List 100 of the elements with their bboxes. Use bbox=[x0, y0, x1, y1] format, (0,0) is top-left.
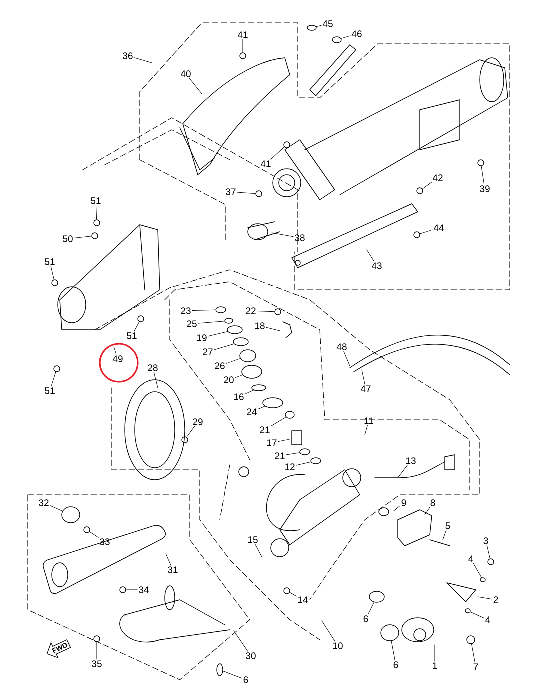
callout-number: 35 bbox=[92, 660, 102, 668]
callout-number: 38 bbox=[295, 234, 305, 242]
small-part bbox=[233, 338, 249, 346]
callout-number: 24 bbox=[247, 408, 257, 416]
callout-number: 15 bbox=[248, 536, 258, 544]
leader-line bbox=[286, 452, 300, 456]
small-part bbox=[307, 25, 317, 31]
small-part bbox=[54, 366, 60, 372]
small-part bbox=[284, 142, 290, 148]
leader-line bbox=[290, 592, 297, 597]
callout-number: 4 bbox=[486, 616, 490, 624]
callout-number: 31 bbox=[168, 566, 178, 574]
callout-number: 17 bbox=[267, 440, 277, 446]
small-part bbox=[242, 365, 262, 379]
small-part bbox=[94, 220, 100, 226]
small-part bbox=[94, 636, 100, 642]
callout-number: 11 bbox=[364, 418, 374, 424]
leader-line bbox=[266, 327, 280, 332]
leader-line bbox=[258, 406, 266, 410]
callout-number: 37 bbox=[226, 188, 236, 196]
callout-number: 51 bbox=[45, 258, 55, 266]
small-part bbox=[466, 636, 476, 644]
small-part bbox=[240, 350, 256, 362]
callout-number: 29 bbox=[193, 418, 203, 426]
callout-number: 23 bbox=[181, 308, 191, 314]
leader-line bbox=[272, 232, 294, 238]
small-part bbox=[62, 506, 80, 524]
leader-line bbox=[186, 426, 195, 438]
callout-number: 8 bbox=[430, 500, 436, 506]
leader-line bbox=[208, 332, 228, 337]
small-part bbox=[416, 188, 424, 194]
callout-number: 48 bbox=[336, 344, 347, 350]
callout-number: 9 bbox=[402, 500, 406, 506]
small-part bbox=[465, 608, 471, 614]
leader-line bbox=[362, 370, 366, 385]
leader-line bbox=[394, 506, 400, 512]
leader-line bbox=[51, 372, 56, 387]
callout-number: 32 bbox=[39, 500, 49, 506]
callout-number: 6 bbox=[364, 616, 368, 622]
callout-number: 12 bbox=[285, 464, 295, 470]
callout-number: 4 bbox=[468, 556, 474, 562]
leader-line bbox=[442, 530, 447, 540]
callout-number: 44 bbox=[434, 224, 444, 232]
callout-number: 21 bbox=[275, 452, 285, 460]
small-part bbox=[262, 398, 284, 408]
callout-number: 26 bbox=[215, 362, 225, 370]
leader-line bbox=[344, 351, 350, 366]
callout-number: 50 bbox=[63, 236, 73, 242]
small-part bbox=[285, 411, 295, 419]
callout-number: 30 bbox=[246, 652, 256, 660]
callout-number: 20 bbox=[224, 376, 234, 384]
callout-number: 39 bbox=[480, 186, 490, 192]
leader-line bbox=[341, 36, 351, 39]
leader-line bbox=[322, 620, 336, 642]
callout-number: 19 bbox=[197, 334, 207, 342]
leader-line bbox=[189, 78, 202, 94]
leader-line bbox=[50, 506, 63, 512]
leader-line bbox=[134, 322, 140, 332]
callout-number: 34 bbox=[139, 586, 149, 594]
callout-number: 41 bbox=[238, 32, 248, 38]
callout-number: 51 bbox=[91, 198, 101, 204]
leader-line bbox=[478, 596, 492, 600]
small-part bbox=[284, 588, 290, 594]
leader-line bbox=[316, 25, 322, 28]
small-part bbox=[216, 306, 226, 314]
callout-number: 51 bbox=[45, 388, 55, 394]
leader-line bbox=[257, 310, 275, 312]
small-part bbox=[274, 308, 282, 316]
callout-number: 16 bbox=[234, 394, 244, 400]
small-part bbox=[300, 448, 310, 456]
leader-line bbox=[296, 462, 312, 466]
leader-line bbox=[234, 630, 248, 652]
small-part bbox=[414, 232, 420, 238]
callout-number: 41 bbox=[260, 160, 271, 168]
callout-number: 42 bbox=[432, 174, 443, 182]
small-part bbox=[252, 384, 266, 392]
callout-number: 28 bbox=[148, 364, 158, 372]
leader-line bbox=[223, 671, 242, 679]
small-part bbox=[480, 578, 486, 582]
callout-number: 46 bbox=[352, 30, 362, 38]
leader-line bbox=[134, 58, 152, 64]
leader-line bbox=[278, 438, 292, 442]
small-part bbox=[224, 318, 234, 324]
small-part bbox=[52, 280, 58, 286]
callout-number: 1 bbox=[433, 662, 438, 670]
leader-line bbox=[226, 358, 241, 364]
callout-number: 6 bbox=[394, 662, 398, 668]
small-part bbox=[182, 436, 188, 444]
callout-number: 7 bbox=[474, 664, 478, 670]
callout-number: 25 bbox=[187, 320, 197, 328]
callout-number: 36 bbox=[123, 52, 133, 60]
small-part bbox=[256, 190, 262, 198]
callout-number: 51 bbox=[127, 332, 137, 340]
callout-number: 40 bbox=[180, 70, 191, 78]
small-part bbox=[310, 458, 322, 464]
small-part bbox=[292, 430, 302, 446]
leader-line bbox=[114, 346, 117, 355]
small-part bbox=[369, 591, 385, 603]
leader-line bbox=[235, 374, 244, 378]
callout-number: 18 bbox=[255, 322, 265, 330]
